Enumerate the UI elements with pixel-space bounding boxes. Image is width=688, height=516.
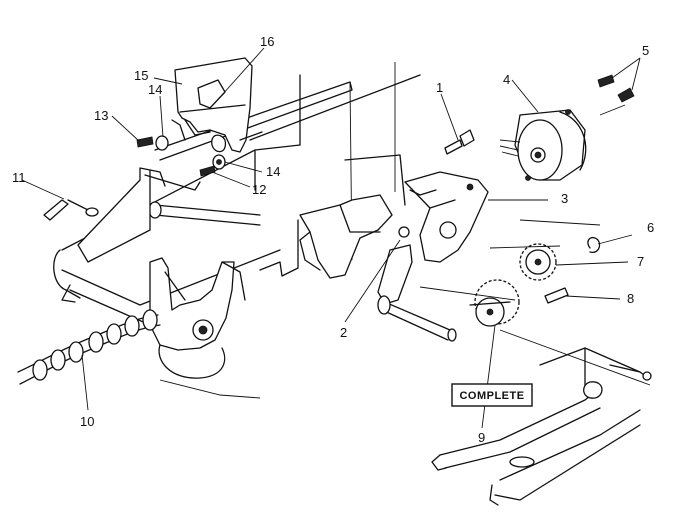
cable-beads xyxy=(32,309,158,381)
washer-14-right xyxy=(212,154,226,170)
callout-numbers: 16 15 14 13 14 12 11 10 1 4 5 3 6 7 8 2 … xyxy=(12,34,654,445)
callout-10: 10 xyxy=(80,414,94,429)
screws-5 xyxy=(597,74,635,103)
gear-assembly-9 xyxy=(469,279,520,327)
callout-3: 3 xyxy=(561,191,568,206)
complete-label-box: COMPLETE xyxy=(451,383,533,407)
stepper-motor-4 xyxy=(499,109,587,181)
gear-7 xyxy=(519,243,557,281)
callout-14-right: 14 xyxy=(266,164,280,179)
callout-14-left: 14 xyxy=(148,82,162,97)
callout-2: 2 xyxy=(340,325,347,340)
callout-1: 1 xyxy=(436,80,443,95)
callout-12: 12 xyxy=(252,182,266,197)
leader-lines xyxy=(21,47,651,429)
motor-cover-plate xyxy=(171,57,263,153)
callout-8: 8 xyxy=(627,291,634,306)
callout-9: 9 xyxy=(478,430,485,445)
center-frame-block xyxy=(299,154,457,342)
callout-13: 13 xyxy=(94,108,108,123)
callout-6: 6 xyxy=(647,220,654,235)
lower-carriage-frame xyxy=(431,347,652,506)
callout-11: 11 xyxy=(12,170,26,185)
screw-13 xyxy=(136,135,169,151)
callout-5: 5 xyxy=(642,43,649,58)
left-side-bracket xyxy=(61,167,201,303)
screw-12 xyxy=(199,165,216,177)
motor-bracket-plate-3 xyxy=(404,171,489,263)
cam-lever-bracket xyxy=(149,257,246,379)
callout-7: 7 xyxy=(637,254,644,269)
spring-11 xyxy=(43,199,99,221)
retaining-clip-6 xyxy=(587,236,601,253)
cable-assembly-10 xyxy=(17,309,261,399)
callout-16: 16 xyxy=(260,34,274,49)
pin-8 xyxy=(544,287,569,304)
pin-1 xyxy=(444,129,475,155)
callout-15: 15 xyxy=(134,68,148,83)
callout-4: 4 xyxy=(503,72,510,87)
complete-label: COMPLETE xyxy=(459,390,524,402)
